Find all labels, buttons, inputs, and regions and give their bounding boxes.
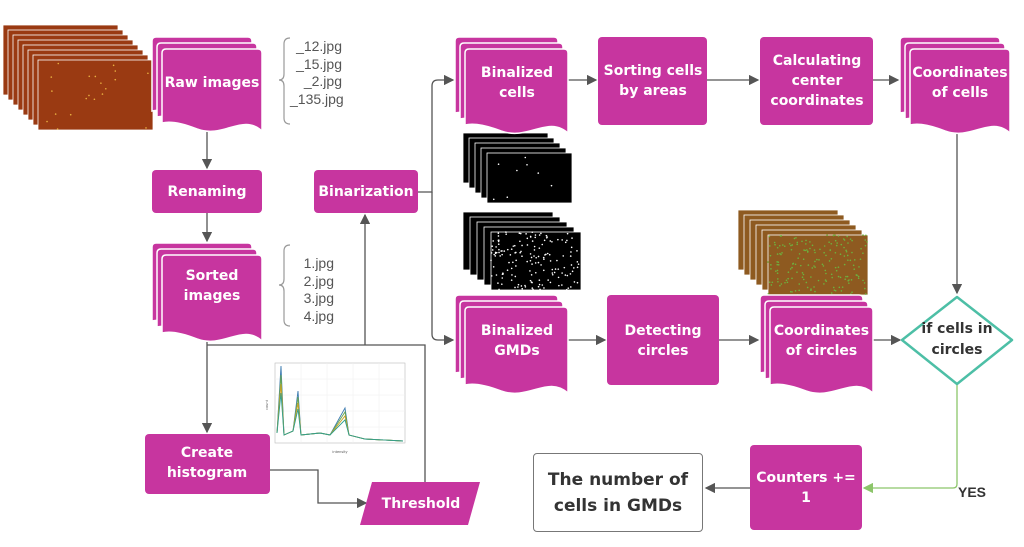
counters-node: Counters += 1 bbox=[756, 469, 856, 506]
histogram-xlabel: intensity bbox=[332, 450, 347, 454]
threshold-node: Threshold bbox=[381, 495, 461, 512]
result-node: The number of cells in GMDs bbox=[533, 453, 703, 532]
edge-binarization-gmds bbox=[431, 192, 455, 346]
raw-image-stack bbox=[2, 24, 154, 131]
file-name: _2.jpg bbox=[303, 73, 342, 89]
raw-images-shape bbox=[151, 36, 263, 133]
file-name: _12.jpg bbox=[296, 38, 342, 54]
histogram-series bbox=[276, 392, 404, 442]
calculating-center-node: Calculating center coordinates bbox=[770, 53, 864, 109]
file-name: 3.jpg bbox=[303, 290, 334, 306]
histogram-plot: intensity count bbox=[265, 362, 406, 454]
edge-threshold-loop bbox=[207, 344, 426, 482]
detecting-circles-shape bbox=[607, 295, 719, 385]
edge-histogram-threshold bbox=[270, 469, 368, 509]
binalized-cells-node: Binalized cells bbox=[480, 64, 554, 101]
coordinates-circles-node: Coordinates of circles bbox=[773, 322, 870, 359]
brace-raw bbox=[278, 37, 291, 327]
flow-edges bbox=[201, 74, 963, 509]
binalized-gmds-shape bbox=[454, 294, 569, 395]
threshold-shape bbox=[360, 482, 480, 525]
file-name: 1.jpg bbox=[303, 255, 334, 271]
edge-binarization-cells bbox=[418, 74, 455, 193]
renaming-node: Renaming bbox=[167, 183, 247, 200]
edge-decision-yes bbox=[862, 385, 958, 494]
file-name: _135.jpg bbox=[290, 90, 344, 107]
sorted-images-node: Sorted images bbox=[183, 267, 241, 304]
coordinates-cells-shape bbox=[899, 36, 1011, 135]
calculating-center-shape bbox=[760, 37, 873, 125]
sorted-file-list: 1.jpg 2.jpg 3.jpg 4.jpg bbox=[298, 255, 334, 325]
renaming-shape bbox=[152, 170, 262, 213]
colored-circles-images bbox=[737, 209, 869, 296]
sorted-images-shape bbox=[151, 242, 263, 343]
image-thumbnails bbox=[2, 24, 869, 296]
binarization-shape bbox=[314, 170, 418, 213]
create-histogram-node: Create histogram bbox=[166, 445, 248, 481]
create-histogram-shape bbox=[145, 434, 270, 494]
coordinates-circles-shape bbox=[759, 294, 874, 395]
decision-label: if cells in circles bbox=[921, 321, 993, 358]
yes-label: YES bbox=[958, 484, 987, 500]
raw-file-list: _12.jpg _15.jpg _2.jpg _135.jpg bbox=[290, 38, 344, 108]
file-name: _15.jpg bbox=[296, 55, 342, 72]
binalized-gmds-node: Binalized GMDs bbox=[480, 322, 554, 359]
binarization-node: Binarization bbox=[318, 183, 414, 200]
file-name: 2.jpg bbox=[303, 272, 334, 289]
binalized-cells-shape bbox=[454, 36, 569, 135]
histogram-ylabel: count bbox=[265, 399, 269, 410]
detecting-circles-node: Detecting circles bbox=[624, 322, 702, 359]
binarized-cells-images bbox=[462, 132, 573, 204]
counters-shape bbox=[750, 445, 862, 530]
raw-images-node: Raw images bbox=[164, 74, 260, 91]
file-name: 4.jpg bbox=[303, 307, 334, 324]
binarized-gmds-images bbox=[462, 211, 582, 291]
plot-area bbox=[274, 362, 406, 444]
sorting-cells-shape bbox=[598, 37, 707, 125]
coordinates-cells-node: Coordinates of cells bbox=[912, 64, 1008, 101]
sorting-cells-node: Sorting cells by areas bbox=[603, 62, 703, 99]
decision-diamond bbox=[900, 295, 1014, 386]
